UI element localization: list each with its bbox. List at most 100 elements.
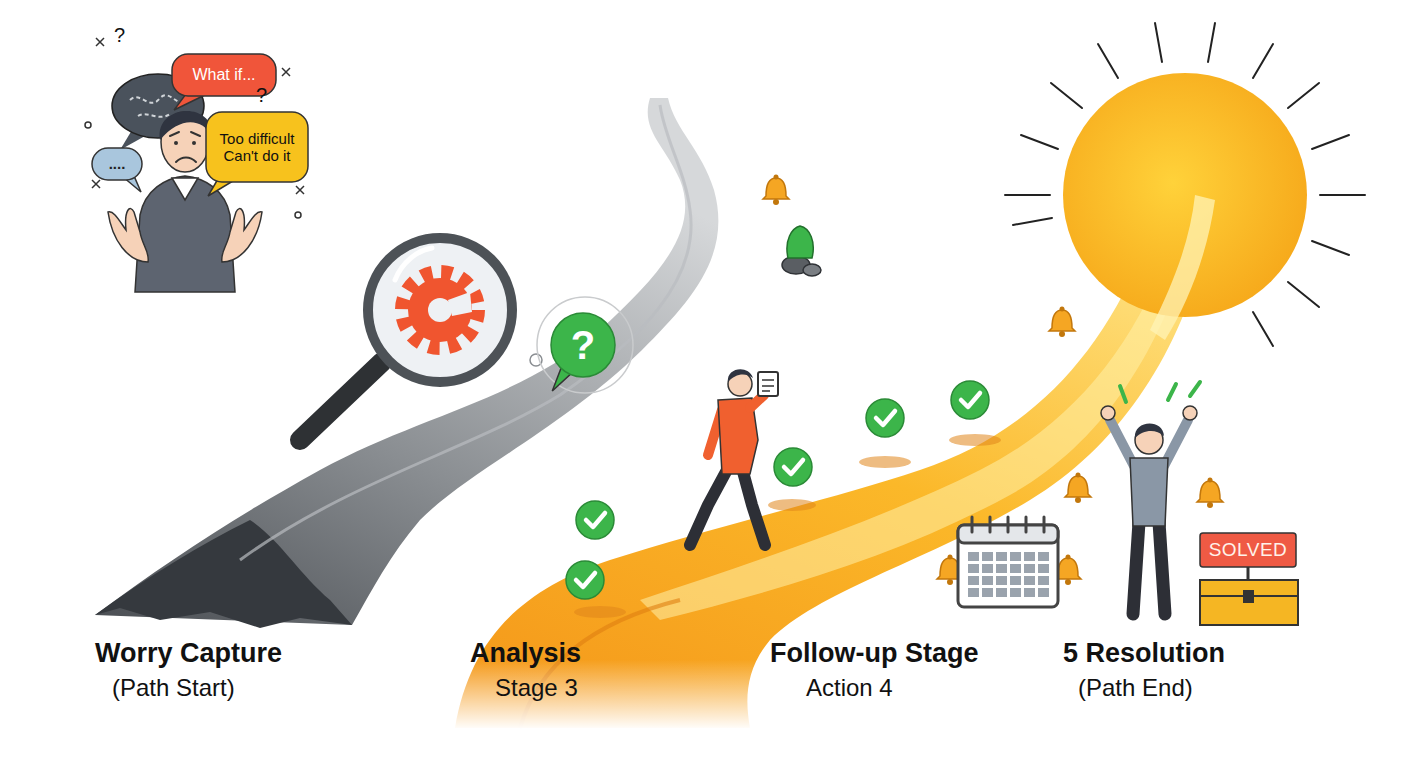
clipboard: [758, 372, 778, 396]
stage-subtitle: Stage 3: [495, 674, 578, 702]
eye: [174, 141, 178, 145]
stage-title: Analysis: [470, 638, 581, 669]
road-to-sun: [1150, 195, 1215, 340]
sun-ray: [1051, 83, 1082, 108]
stage-title: 5 Resolution: [1063, 638, 1225, 669]
bubble-outline: [1200, 533, 1296, 567]
walking-person: [690, 369, 778, 545]
worry-hand: [222, 209, 262, 262]
bell: [1065, 473, 1091, 504]
person-hair: [1135, 423, 1164, 438]
check-mark: [576, 501, 614, 539]
person-legs: [1133, 522, 1165, 614]
box-latch: [1243, 590, 1254, 603]
bubble-text: Too difficult Can't do it: [211, 130, 303, 165]
worry-hair: [160, 111, 212, 140]
celebrating-person: [1101, 382, 1200, 614]
bell: [763, 175, 789, 206]
calendar: [958, 517, 1058, 607]
road-centerline: [240, 105, 691, 560]
stage-title: Worry Capture: [95, 638, 282, 669]
dot: [85, 122, 91, 128]
sun-ray: [1320, 194, 1365, 196]
sun-ray: [1253, 44, 1273, 78]
collar: [172, 178, 198, 200]
sun-ray: [1155, 23, 1162, 62]
solved-sign: SOLVED: [1200, 533, 1296, 567]
speech-bubble: Too difficult Can't do it: [206, 112, 308, 182]
sun-ray: [1253, 312, 1273, 346]
person-legs: [690, 468, 765, 545]
worry-hand: [108, 209, 148, 262]
sun-ray: [1312, 241, 1349, 255]
stage-title: Follow-up Stage: [770, 638, 979, 669]
fist: [1101, 406, 1115, 420]
node-body: SOLVED: [1200, 533, 1296, 567]
stage-subtitle: (Path End): [1078, 674, 1193, 702]
gear-notch: [448, 292, 472, 316]
gear-hole: [428, 298, 452, 322]
sun-ray: [1288, 282, 1319, 307]
footstep: [574, 606, 626, 618]
sun-ray: [1312, 135, 1349, 149]
speech-bubble: ....: [92, 148, 142, 180]
sign-post: [1247, 567, 1250, 580]
footstep: [949, 434, 1001, 446]
dot: [295, 212, 301, 218]
clipboard-lines: [762, 380, 774, 391]
lens-glare: [395, 248, 432, 280]
check-mark: [774, 448, 812, 486]
bubble-outline: [206, 112, 308, 182]
sun-ray: [1005, 194, 1050, 196]
stage-subtitle: (Path Start): [112, 674, 235, 702]
sun-rays: [1005, 23, 1365, 346]
check-mark: [866, 399, 904, 437]
sun-ray: [1288, 83, 1319, 108]
bubble-text: ?: [571, 322, 595, 368]
bubble-text: What if...: [192, 66, 255, 84]
worry-body: [135, 176, 235, 292]
sign-text: SOLVED: [1209, 539, 1288, 561]
node-body: ?: [551, 313, 615, 377]
worry-face: [170, 132, 200, 162]
node-body: ....: [92, 148, 142, 180]
footstep: [859, 456, 911, 468]
sun-ray: [1021, 135, 1058, 149]
calendar-rings: [972, 517, 1044, 532]
calendar-body: [958, 525, 1058, 607]
road-fade: [430, 660, 790, 730]
thought-ring: [537, 297, 633, 393]
person-torso: [1130, 458, 1168, 526]
stage-subtitle: Action 4: [806, 674, 893, 702]
gear-teeth: [402, 272, 478, 348]
bush: [787, 226, 813, 258]
bell: [1197, 478, 1223, 509]
joy-marks: [1120, 382, 1200, 402]
eye: [192, 141, 196, 145]
footstep: [768, 499, 816, 511]
question-mark: ?: [256, 84, 267, 107]
sun-ray: [1208, 23, 1215, 62]
bubble-outline: [551, 313, 615, 377]
question-bubble: ?: [551, 313, 615, 377]
road-shadow: [95, 520, 352, 628]
magnifier-lens: [368, 238, 512, 382]
bubble-text: ....: [109, 155, 126, 172]
gear: [408, 278, 472, 342]
bell: [1049, 307, 1075, 338]
bubble-outline: [92, 148, 142, 180]
sun-ray: [1013, 218, 1052, 225]
person-hair: [728, 369, 753, 382]
treasure-box: [1200, 580, 1298, 625]
check-mark: [951, 381, 989, 419]
question-mark: ?: [114, 24, 125, 47]
grey-road: [95, 98, 718, 625]
check-mark: [566, 561, 604, 599]
magnifier-handle: [300, 362, 382, 440]
sun-ray: [1098, 44, 1118, 78]
calendar-grid: [968, 552, 1050, 598]
fist: [1183, 406, 1197, 420]
rock: [803, 264, 821, 276]
